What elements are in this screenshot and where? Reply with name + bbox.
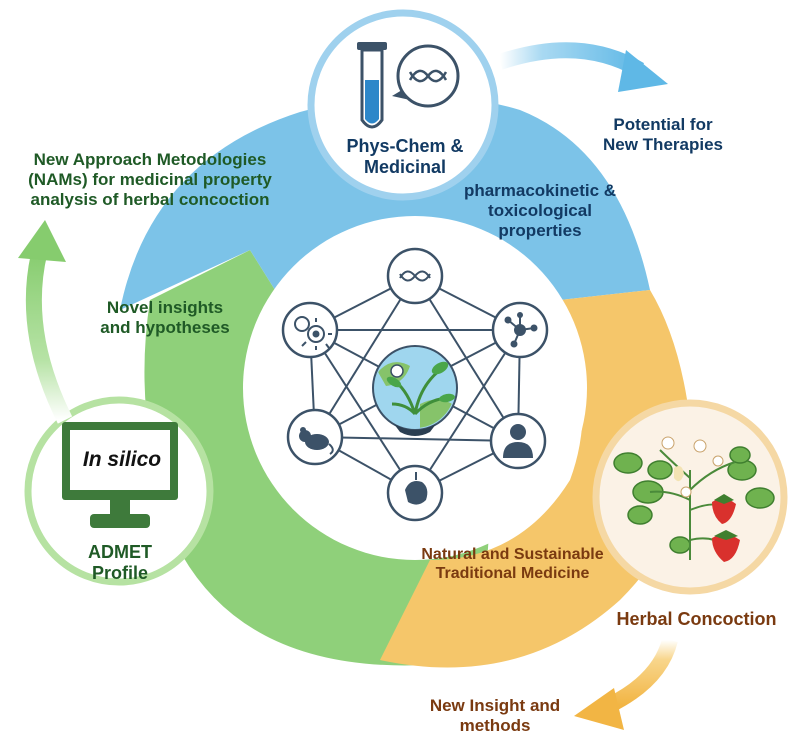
dna-icon [399,270,431,282]
potential-label: Potential for New Therapies [603,115,723,155]
network-node-mouse [286,408,344,466]
test-tube-icon [357,42,387,129]
mouse-icon [299,427,334,455]
top-node-label: Phys-Chem & Medicinal [346,136,464,178]
dna-icon [392,44,460,108]
ring-segment-blue [120,95,650,330]
cell-icon [294,316,332,350]
person-icon [503,424,533,458]
natural-medicine-label: Natural and Sustainable Traditional Medi… [421,546,604,582]
network-node-molecule [491,301,549,359]
arrow-potential [497,42,668,92]
novel-insights-label: Novel insights and hypotheses [100,298,230,338]
network-node-dna [386,247,444,305]
network-node-person [489,412,547,470]
ring-segment-orange [380,290,692,668]
in-silico-screen-text: In silico [82,448,162,471]
molecule-icon [504,312,538,348]
admet-profile-label: ADMET Profile [88,542,152,584]
nams-label: New Approach Metodologies (NAMs) for med… [28,150,272,210]
pk-tox-label: pharmacokinetic & toxicological properti… [463,181,617,241]
left-node [24,396,214,586]
arrow-new-insight [574,637,678,730]
top-node [307,9,499,201]
strawberry-plant-icon [613,436,775,562]
organ-icon [405,472,428,505]
network-node-organ [386,464,444,522]
herbal-concoction-label: Herbal Concoction [616,609,777,629]
right-node [592,399,788,595]
computer-monitor-icon [62,422,178,528]
new-insight-label: New Insight and methods [429,696,561,736]
globe-plant-icon [372,345,458,436]
arrow-nams-up [18,220,73,424]
network-node-cell [281,301,339,359]
